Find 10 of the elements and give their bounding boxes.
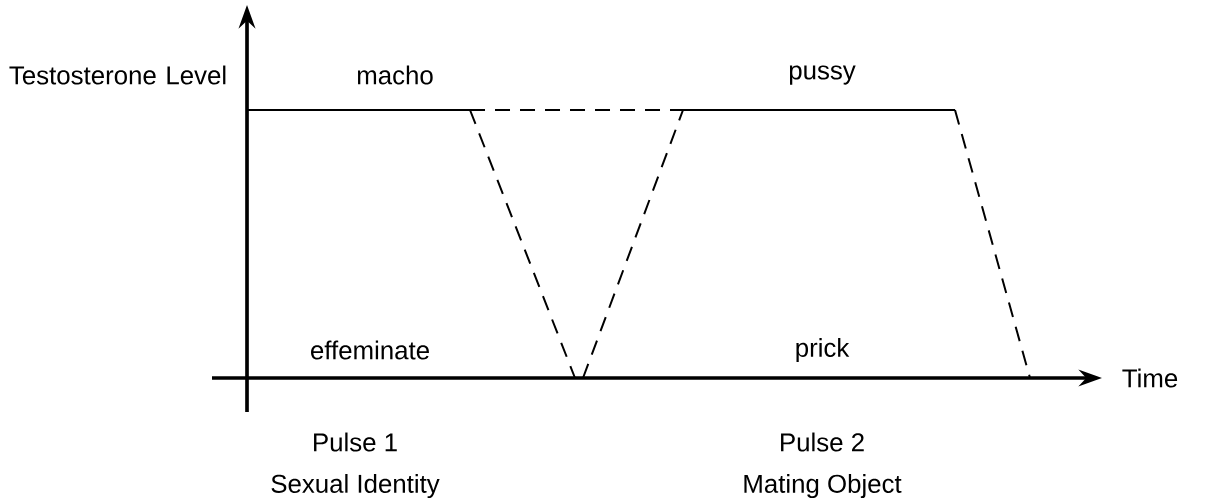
pulse-label: Sexual Identity (271, 473, 440, 499)
axis-label: Testosterone Level (9, 65, 226, 85)
axis-label: Time (1122, 368, 1178, 388)
level-label: macho (357, 65, 433, 85)
pulse-label: Pulse 1 (314, 432, 397, 452)
level-label: effeminate (311, 340, 429, 360)
pulse-label: Mating Object (744, 473, 902, 499)
pulse-label: Pulse 2 (781, 432, 864, 452)
level-label: prick (796, 337, 850, 363)
level-label: pussy (789, 65, 856, 85)
